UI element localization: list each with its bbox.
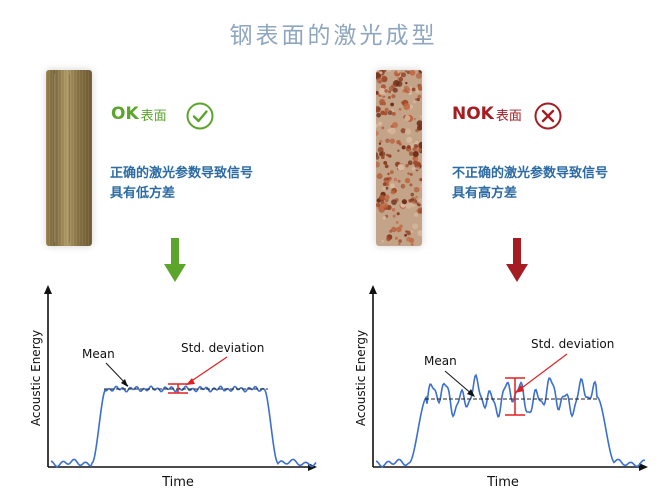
- nok-description-line2: 具有高方差: [452, 186, 518, 201]
- nok-y-axis-arrow: [369, 285, 377, 294]
- nok-std-marker: [505, 377, 525, 416]
- ok-y-axis-label: Acoustic Energy: [29, 330, 43, 426]
- ok-signal-chart: Acoustic Energy Time Mean Std. deviation: [29, 285, 317, 490]
- check-circle-icon: [186, 102, 214, 130]
- nok-mean-pointer-head: [467, 389, 475, 397]
- nok-label-suffix: 表面: [495, 108, 522, 124]
- ok-description-line1: 正确的激光参数导致信号: [110, 166, 254, 181]
- ok-std-label: Std. deviation: [181, 341, 264, 355]
- ok-label-suffix: 表面: [140, 108, 167, 124]
- nok-x-axis-arrow: [639, 463, 648, 471]
- nok-description-line1: 不正确的激光参数导致信号: [452, 166, 609, 181]
- nok-mean-pointer: [444, 370, 474, 396]
- nok-std-pointer: [518, 353, 568, 391]
- ok-down-arrow-icon: [164, 238, 186, 282]
- nok-description: 不正确的激光参数导致信号 具有高方差: [452, 164, 608, 204]
- x-circle-icon: [534, 102, 562, 130]
- ok-steel-sample-image: [46, 70, 92, 246]
- nok-steel-sample-image: [376, 70, 422, 246]
- ok-y-axis-arrow: [44, 285, 52, 294]
- ok-surface-label: OK 表面: [111, 104, 167, 124]
- ok-std-marker: [168, 383, 188, 394]
- ok-label-text: OK: [111, 104, 139, 124]
- ok-mean-label: Mean: [82, 347, 115, 361]
- nok-surface-label: NOK 表面: [452, 104, 522, 124]
- page-title: 钢表面的激光成型: [229, 23, 438, 49]
- ok-std-pointer-head: [186, 378, 195, 385]
- nok-signal-chart: Acoustic Energy Time Mean Std. deviation: [354, 285, 648, 490]
- ok-description: 正确的激光参数导致信号 具有低方差: [110, 164, 253, 204]
- ok-std-pointer: [189, 356, 228, 383]
- nok-std-label: Std. deviation: [531, 337, 614, 351]
- ok-signal-line: [50, 385, 317, 468]
- ok-description-line2: 具有低方差: [110, 186, 176, 201]
- nok-x-axis-label: Time: [486, 475, 519, 490]
- nok-signal-line: [375, 373, 646, 468]
- nok-label-text: NOK: [452, 104, 494, 124]
- nok-y-axis-label: Acoustic Energy: [354, 330, 368, 426]
- nok-std-pointer-head: [515, 385, 524, 393]
- nok-mean-label: Mean: [424, 354, 457, 368]
- ok-x-axis-label: Time: [161, 475, 194, 490]
- nok-down-arrow-icon: [506, 238, 528, 282]
- ok-mean-pointer-head: [121, 379, 128, 387]
